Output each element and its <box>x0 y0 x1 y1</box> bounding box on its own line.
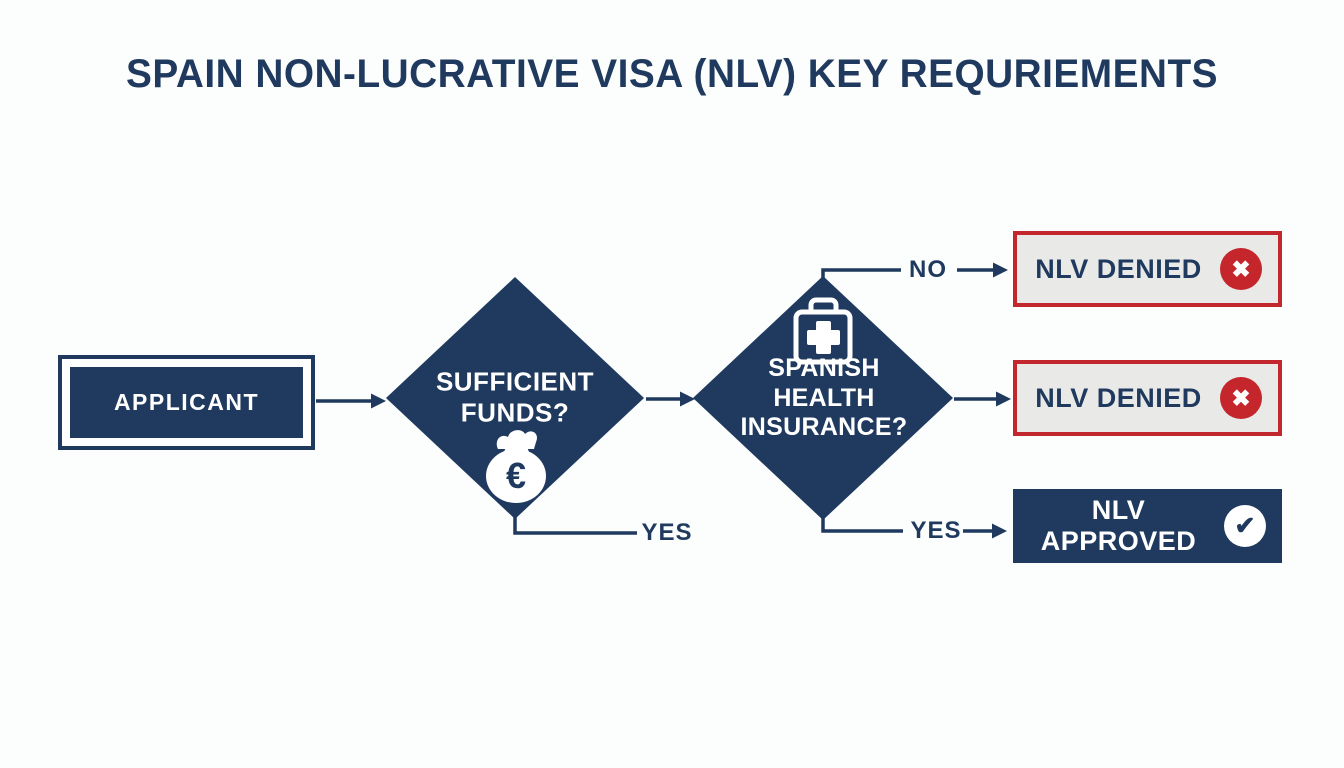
edge-insurance-to-denied-mid <box>954 391 1011 407</box>
edge-label-no: NO <box>909 256 947 283</box>
outcome-approved: NLV APPROVED ✔ <box>1013 489 1282 563</box>
edge-applicant-to-funds <box>316 393 386 409</box>
funds-diamond-shape <box>386 277 644 519</box>
applicant-node: APPLICANT <box>58 355 315 450</box>
arrowhead <box>371 393 386 409</box>
outcome-denied-mid: NLV DENIED ✖ <box>1013 360 1282 436</box>
arrowhead <box>992 523 1007 539</box>
money-bag-tie <box>496 430 537 449</box>
outcome-label: NLV DENIED <box>1035 382 1202 413</box>
first-aid-kit-icon <box>793 297 853 365</box>
applicant-node-inner: APPLICANT <box>70 367 303 438</box>
edge-funds-to-insurance <box>646 391 695 407</box>
outcome-label: NLV DENIED <box>1035 253 1202 284</box>
x-circle-icon: ✖ <box>1220 248 1262 290</box>
arrowhead <box>996 391 1011 407</box>
check-circle-icon: ✔ <box>1224 505 1266 547</box>
money-bag-body <box>486 449 546 503</box>
x-circle-icon: ✖ <box>1220 377 1262 419</box>
funds-decision-label: SUFFICIENT FUNDS? <box>435 366 595 427</box>
applicant-label: APPLICANT <box>113 389 260 415</box>
edge-funds-yes <box>513 514 637 535</box>
arrowhead <box>680 391 695 407</box>
money-bag-euro-icon: € <box>486 430 546 503</box>
edge-label-yes-funds: YES <box>641 519 693 546</box>
insurance-diamond-shape <box>693 276 953 520</box>
edge-insurance-yes-to-approved <box>821 515 1007 539</box>
arrowhead <box>993 262 1008 278</box>
euro-symbol: € <box>506 455 526 496</box>
outcome-label: NLV APPROVED <box>1040 495 1197 556</box>
outcome-denied-top: NLV DENIED ✖ <box>1013 231 1282 307</box>
kit-cross-horizontal <box>807 330 840 345</box>
edge-label-yes-insurance: YES <box>910 517 962 544</box>
insurance-decision-label: SPANISH HEALTH INSURANCE? <box>740 353 908 441</box>
page-title: SPAIN NON-LUCRATIVE VISA (NLV) KEY REQUR… <box>125 52 1219 96</box>
